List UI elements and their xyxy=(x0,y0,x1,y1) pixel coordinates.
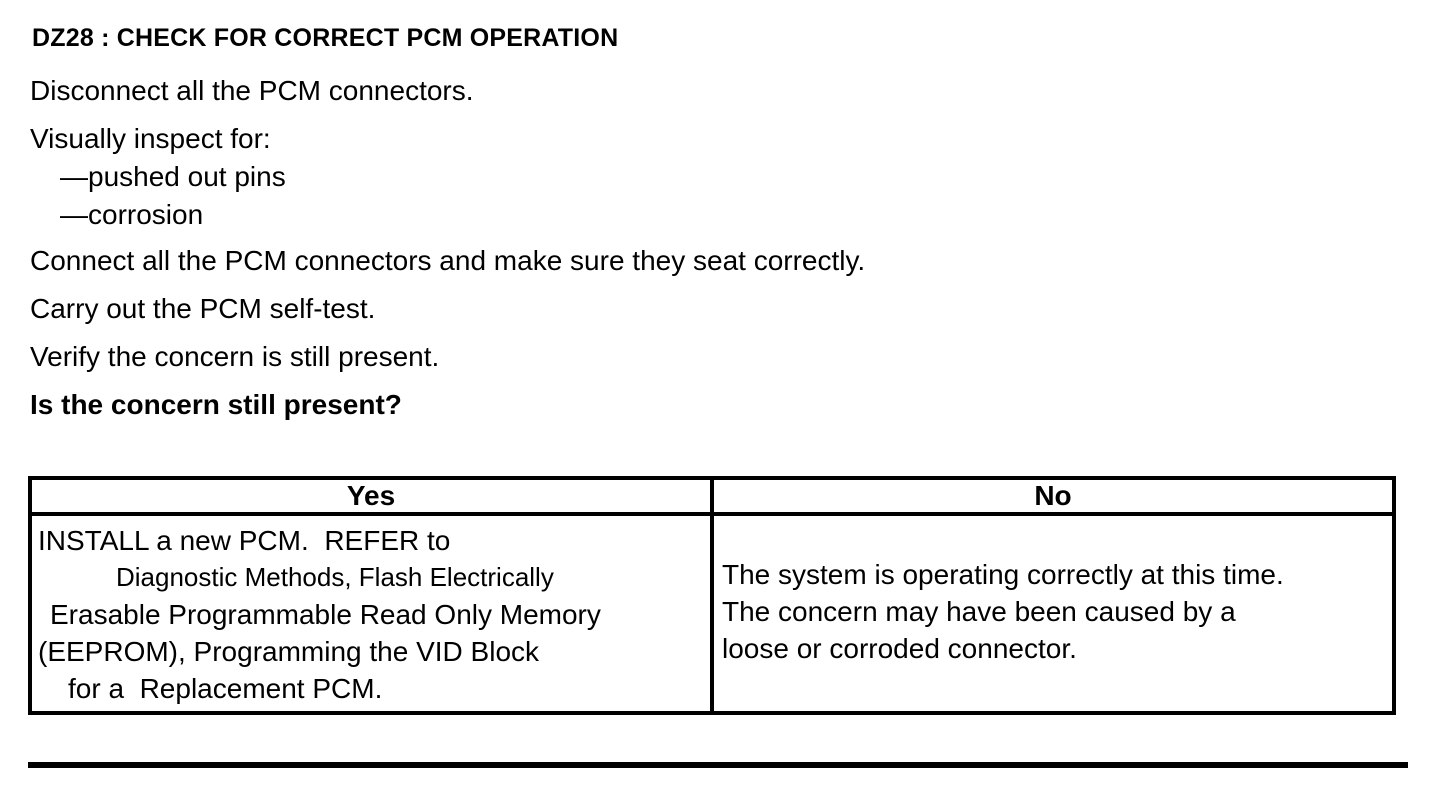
procedure-step: Verify the concern is still present. xyxy=(30,341,440,372)
yes-action-line: (EEPROM), Programming the VID Block xyxy=(38,636,540,667)
no-action-line: The concern may have been caused by a xyxy=(722,595,1236,627)
inspection-item: —corrosion xyxy=(60,199,204,230)
procedure-step: Visually inspect for: xyxy=(30,123,271,154)
yes-action-line: INSTALL a new PCM. REFER to xyxy=(38,525,451,556)
yes-column-header: Yes xyxy=(28,476,714,516)
question-text: Is the concern still present? xyxy=(30,389,402,420)
results-header-row: Yes No xyxy=(28,476,1396,516)
inspection-item: —pushed out pins xyxy=(60,161,286,192)
horizontal-divider xyxy=(28,762,1408,768)
no-action-cell: The system is operating correctly at thi… xyxy=(710,512,1396,715)
yes-action-line: Diagnostic Methods, Flash Electrically xyxy=(116,562,554,592)
no-action-line: loose or corroded connector. xyxy=(722,632,1077,664)
results-body-row: INSTALL a new PCM. REFER to Diagnostic M… xyxy=(28,512,1396,715)
no-column-header: No xyxy=(710,476,1396,516)
procedure-step: Connect all the PCM connectors and make … xyxy=(30,245,866,276)
yes-action-line: Erasable Programmable Read Only Memory xyxy=(50,599,601,630)
procedure-step: Carry out the PCM self-test. xyxy=(30,293,376,324)
no-action-text: The system is operating correctly at thi… xyxy=(722,516,1390,706)
no-action-line: The system is operating correctly at thi… xyxy=(722,558,1284,590)
yes-action-line: for a Replacement PCM. xyxy=(68,673,383,704)
results-table: Yes No INSTALL a new PCM. REFER to Diagn… xyxy=(28,476,1396,715)
yes-action-cell: INSTALL a new PCM. REFER to Diagnostic M… xyxy=(28,512,714,715)
procedure-step: Disconnect all the PCM connectors. xyxy=(30,75,474,106)
page-title: DZ28 : CHECK FOR CORRECT PCM OPERATION xyxy=(32,24,619,52)
